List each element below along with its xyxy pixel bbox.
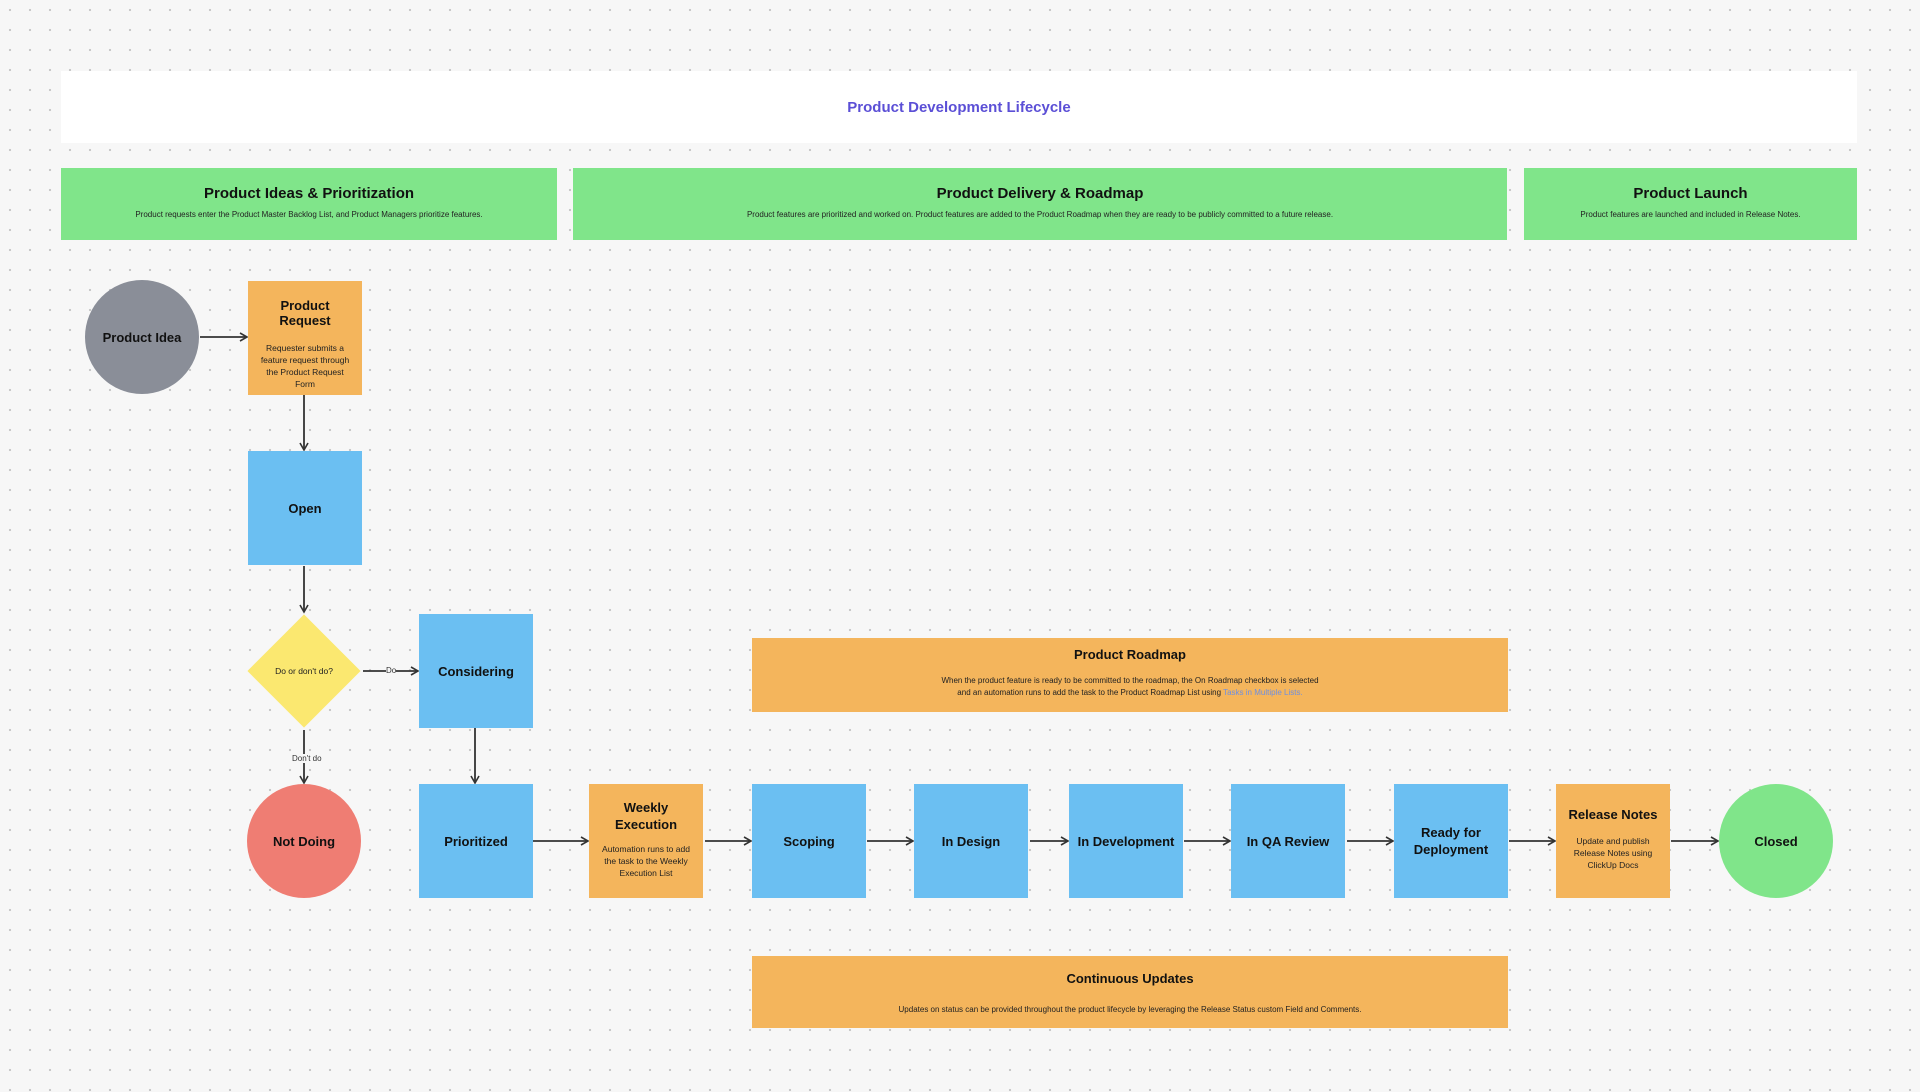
phase-title: Product Launch bbox=[1633, 185, 1748, 202]
note-title: Continuous Updates bbox=[1066, 971, 1194, 986]
phase-description: Product features are launched and includ… bbox=[1580, 210, 1801, 219]
node-description: Automation runs to add the task to the W… bbox=[602, 844, 690, 878]
phase-description: Product features are prioritized and wor… bbox=[746, 210, 1334, 219]
node-label: Scoping bbox=[783, 833, 835, 849]
node-considering[interactable]: Considering bbox=[419, 614, 533, 728]
node-label: Closed bbox=[1754, 833, 1798, 849]
diagram-title-bar: Product Development Lifecycle bbox=[61, 71, 1857, 143]
phase-title: Product Delivery & Roadmap bbox=[936, 185, 1144, 202]
node-product-request[interactable]: Product Request Requester submits a feat… bbox=[248, 281, 362, 395]
note-description-line-2: and an automation runs to add the task t… bbox=[957, 687, 1302, 699]
phase-delivery-roadmap[interactable]: Product Delivery & Roadmap Product featu… bbox=[573, 168, 1507, 240]
node-label: Weekly Execution bbox=[614, 800, 678, 832]
node-not-doing[interactable]: Not Doing bbox=[247, 784, 361, 898]
tasks-in-multiple-lists-link[interactable]: Tasks in Multiple Lists. bbox=[1223, 688, 1303, 697]
note-continuous-updates[interactable]: Continuous Updates Updates on status can… bbox=[752, 956, 1508, 1028]
note-title: Product Roadmap bbox=[1074, 647, 1186, 662]
phase-product-launch[interactable]: Product Launch Product features are laun… bbox=[1524, 168, 1857, 240]
phase-ideas-prioritization[interactable]: Product Ideas & Prioritization Product r… bbox=[61, 168, 557, 240]
node-label: In QA Review bbox=[1246, 833, 1330, 849]
node-prioritized[interactable]: Prioritized bbox=[419, 784, 533, 898]
node-label: Prioritized bbox=[444, 833, 508, 849]
node-description: Update and publish Release Notes using C… bbox=[1573, 836, 1653, 870]
node-label: Considering bbox=[438, 663, 514, 679]
node-label: Release Notes bbox=[1568, 807, 1658, 822]
phase-description: Product requests enter the Product Maste… bbox=[135, 210, 483, 219]
node-closed[interactable]: Closed bbox=[1719, 784, 1833, 898]
node-in-development[interactable]: In Development bbox=[1069, 784, 1183, 898]
node-weekly-execution[interactable]: Weekly Execution Automation runs to add … bbox=[589, 784, 703, 898]
node-description: Requester submits a feature request thro… bbox=[260, 343, 350, 389]
phase-title: Product Ideas & Prioritization bbox=[203, 185, 415, 202]
note-product-roadmap[interactable]: Product Roadmap When the product feature… bbox=[752, 638, 1508, 712]
node-ready-for-deployment[interactable]: Ready for Deployment bbox=[1394, 784, 1508, 898]
node-product-idea[interactable]: Product Idea bbox=[85, 280, 199, 394]
node-label: In Development bbox=[1077, 833, 1175, 849]
node-label: Product Request bbox=[279, 298, 331, 328]
node-label: Open bbox=[288, 500, 322, 516]
diagram-title: Product Development Lifecycle bbox=[847, 98, 1071, 116]
node-label: Do or don't do? bbox=[275, 666, 333, 676]
node-label: Ready for Deployment bbox=[1413, 825, 1489, 857]
node-open[interactable]: Open bbox=[248, 451, 362, 565]
node-label: In Design bbox=[941, 833, 1001, 849]
edge-label-do: Do bbox=[386, 666, 397, 675]
node-decision[interactable]: Do or don't do? bbox=[247, 614, 361, 728]
node-in-design[interactable]: In Design bbox=[914, 784, 1028, 898]
node-label: Not Doing bbox=[272, 833, 336, 849]
edge-label-dont-do: Don't do bbox=[292, 754, 322, 763]
node-label: Product Idea bbox=[102, 329, 182, 345]
note-description-text: and an automation runs to add the task t… bbox=[957, 688, 1222, 697]
note-description-line-1: When the product feature is ready to be … bbox=[941, 676, 1319, 685]
node-release-notes[interactable]: Release Notes Update and publish Release… bbox=[1556, 784, 1670, 898]
note-description: Updates on status can be provided throug… bbox=[898, 1005, 1362, 1014]
node-in-qa-review[interactable]: In QA Review bbox=[1231, 784, 1345, 898]
node-scoping[interactable]: Scoping bbox=[752, 784, 866, 898]
